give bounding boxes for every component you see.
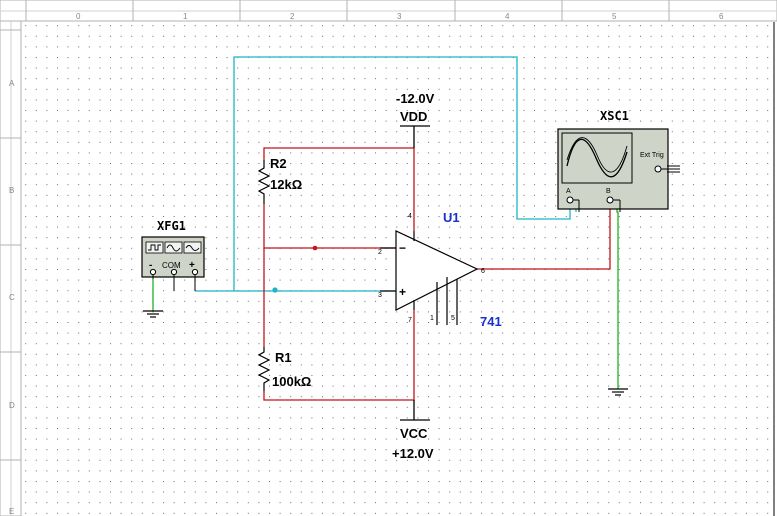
square-wave-button[interactable] <box>145 241 164 254</box>
ruler-col-1: 1 <box>183 12 188 21</box>
left-ruler: A B C D E <box>0 20 22 516</box>
opamp-ref: U1 <box>443 210 460 225</box>
xfg-ref: XFG1 <box>157 219 186 233</box>
wire-output[interactable] <box>477 201 611 270</box>
ruler-col-5: 5 <box>612 12 617 21</box>
supply-vdd[interactable]: -12.0V VDD <box>396 91 435 124</box>
ruler-col-0: 0 <box>76 12 81 21</box>
vcc-voltage: +12.0V <box>392 446 434 461</box>
opamp-pin-1: 1 <box>430 315 434 322</box>
r2-value: 12kΩ <box>270 177 302 192</box>
scope-trace-2 <box>566 137 628 173</box>
ruler-row-b: B <box>9 186 14 195</box>
ground-symbol-xfg <box>143 310 163 318</box>
xfg-plus-label: + <box>189 260 195 271</box>
opamp-model: 741 <box>480 314 502 329</box>
function-generator[interactable]: XFG1 - COM + <box>141 219 205 291</box>
wire-scope-a[interactable] <box>233 56 571 291</box>
opamp-pin-6: 6 <box>481 268 485 275</box>
xfg-minus-label: - <box>149 260 152 271</box>
opamp-pin-7: 7 <box>408 317 412 324</box>
opamp-pin-2: 2 <box>378 249 382 256</box>
square-wave-icon <box>148 244 161 251</box>
vdd-name: VDD <box>400 109 427 124</box>
opamp-pin-4: 4 <box>408 213 412 220</box>
opamp-pin-3: 3 <box>378 292 382 299</box>
r1-value: 100kΩ <box>272 374 311 389</box>
xfg-terminal-minus[interactable] <box>149 268 157 276</box>
triangle-wave-icon <box>185 245 200 251</box>
resistor-r1[interactable]: R1 100kΩ <box>257 347 311 391</box>
top-ruler: 0 1 2 3 4 5 6 <box>0 0 777 22</box>
channel-b-label: B <box>606 188 611 195</box>
supply-vcc[interactable]: VCC +12.0V <box>392 426 434 461</box>
vcc-name: VCC <box>400 426 428 441</box>
ruler-row-e: E <box>9 507 14 516</box>
scope-screen <box>561 132 633 184</box>
opamp-741[interactable]: U1 741 − + 2 3 6 4 7 1 5 <box>378 210 502 329</box>
ext-trig-label: Ext Trig <box>640 152 664 159</box>
ruler-col-4: 4 <box>505 12 510 21</box>
opamp-noninv-sign: + <box>399 285 406 299</box>
channel-a-label: A <box>566 188 571 195</box>
ruler-col-2: 2 <box>290 12 295 21</box>
sine-wave-button[interactable] <box>164 241 183 254</box>
oscilloscope[interactable]: XSC1 Ext Trig A B <box>557 109 680 212</box>
ruler-row-c: C <box>9 293 15 302</box>
ruler-col-3: 3 <box>397 12 402 21</box>
scope-trace-1 <box>566 138 628 178</box>
xfg-terminal-plus[interactable] <box>191 268 199 276</box>
xsc-ref: XSC1 <box>600 109 629 123</box>
ground-symbol-scope <box>608 388 628 396</box>
ruler-row-d: D <box>9 401 15 410</box>
ext-trig-terminal[interactable] <box>654 165 662 173</box>
channel-b-terminal[interactable] <box>606 196 614 204</box>
junction-dot-red <box>312 245 318 251</box>
xfg-terminal-com[interactable] <box>170 268 178 276</box>
wire-r2-top[interactable] <box>263 147 415 231</box>
r2-ref: R2 <box>270 156 287 171</box>
xfg-com-label: COM <box>162 261 181 270</box>
ruler-row-a: A <box>9 79 15 88</box>
r1-ref: R1 <box>275 350 292 365</box>
ruler-col-6: 6 <box>719 12 724 21</box>
sine-wave-icon <box>166 244 181 252</box>
vdd-voltage: -12.0V <box>396 91 435 106</box>
junction-dot-cyan <box>272 287 278 293</box>
opamp-inv-sign: − <box>399 241 406 255</box>
opamp-pin-5: 5 <box>451 315 455 322</box>
channel-a-terminal[interactable] <box>566 196 574 204</box>
wire-r1-bottom[interactable] <box>263 310 415 401</box>
resistor-r2[interactable]: R2 12kΩ <box>257 156 302 204</box>
triangle-wave-button[interactable] <box>183 241 202 254</box>
